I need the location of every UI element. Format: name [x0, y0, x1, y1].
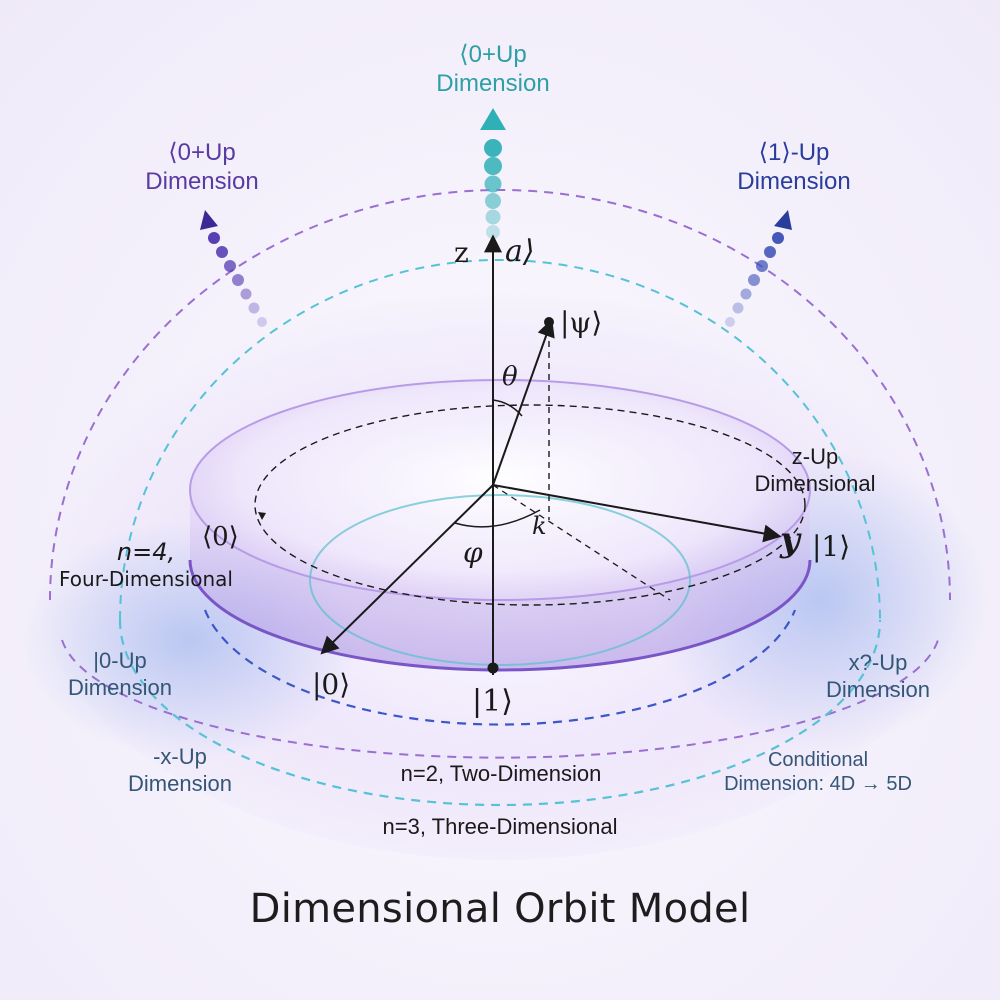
- label-z-up-line2: Dimensional: [754, 470, 876, 496]
- label-ket0-front: |0⟩: [312, 668, 351, 701]
- ket1-point: [487, 662, 499, 674]
- label-conditional-line2: Dimension: 4D → 5D: [724, 773, 912, 796]
- label-ket1-bottom: |1⟩: [472, 684, 513, 719]
- page-title: Dimensional Orbit Model: [249, 886, 751, 932]
- phi-arc: [454, 509, 541, 528]
- beam-left: [208, 232, 267, 327]
- disc-top: [189, 379, 811, 601]
- label-phi: φ: [463, 536, 483, 569]
- label-top-left-line1: ⟨0+Up: [168, 139, 236, 166]
- orbit-violet-lower: [61, 639, 939, 759]
- inner-bowl: [309, 494, 691, 666]
- equator-arrow-left: [258, 512, 266, 520]
- label-top-left-line2: Dimension: [145, 168, 259, 196]
- label-minus-x-up-line1: -x-Up: [153, 744, 207, 769]
- orbit-n4-violet-dashed: [49, 189, 951, 601]
- label-z-up: z-Up Dimensional: [730, 444, 900, 498]
- label-x2-up-line2: Dimension: [826, 676, 930, 702]
- label-conditional-line1: Conditional: [767, 749, 869, 771]
- orbit-cyan-dashed: [119, 259, 881, 621]
- label-minus-x-up-line2: Dimension: [128, 770, 232, 796]
- orbit-n3-cyan-lower: [118, 619, 882, 807]
- label-top-center-line1: ⟨0+Up: [459, 41, 527, 68]
- label-top-left: ⟨0+Up Dimension: [120, 138, 284, 197]
- equator-dashed: [254, 404, 806, 606]
- theta-arc: [492, 399, 523, 417]
- label-top-right-line2: Dimension: [737, 168, 851, 196]
- psi-vector: [492, 318, 555, 486]
- label-y: y: [780, 520, 800, 560]
- label-left-0-up-line1: |0-Up: [93, 648, 147, 673]
- label-z: z: [454, 236, 469, 269]
- beam-left-arrowhead: [200, 210, 218, 230]
- label-top-right: ⟨1⟩-Up Dimension: [712, 138, 876, 197]
- label-top-center-line2: Dimension: [436, 70, 550, 98]
- label-n4-line1: n=4,: [116, 538, 176, 566]
- label-n3: n=3, Three-Dimensional: [382, 814, 618, 839]
- label-psi: |ψ⟩: [560, 306, 603, 339]
- label-conditional: Conditional Dimension: 4D → 5D: [700, 748, 936, 797]
- x-axis: [320, 484, 494, 655]
- disc-bottom-rim: [188, 559, 812, 672]
- label-a-ket: a⟩: [505, 234, 535, 269]
- psi-point: [544, 317, 554, 327]
- label-x2-up-line1: x?-Up: [848, 650, 908, 675]
- label-left-0-up: |0-Up Dimension: [40, 648, 200, 702]
- label-left-0-up-line2: Dimension: [68, 674, 172, 700]
- beam-right-arrowhead: [774, 210, 792, 230]
- label-top-center: ⟨0+Up Dimension: [400, 40, 586, 99]
- label-n2: n=2, Two-Dimension: [400, 761, 602, 786]
- label-top-right-line1: ⟨1⟩-Up: [758, 139, 830, 166]
- disc-wall: [190, 490, 810, 670]
- label-z-up-line1: z-Up: [791, 444, 839, 469]
- label-x2-up: x?-Up Dimension: [800, 650, 956, 704]
- beam-center-arrowhead: [480, 108, 506, 130]
- label-ket0-left: ⟨0⟩: [202, 522, 239, 552]
- k-dashed: [492, 484, 671, 601]
- label-ket1-right: |1⟩: [812, 530, 851, 563]
- beam-right: [725, 232, 784, 327]
- label-theta: θ: [502, 362, 518, 392]
- y-axis: [492, 484, 782, 543]
- label-minus-x-up: -x-Up Dimension: [100, 744, 260, 798]
- label-k: k: [532, 512, 547, 540]
- label-n4: n=4, Four-Dimensional: [48, 538, 244, 592]
- beam-center: [484, 139, 502, 239]
- label-n4-line2: Four-Dimensional: [59, 567, 233, 592]
